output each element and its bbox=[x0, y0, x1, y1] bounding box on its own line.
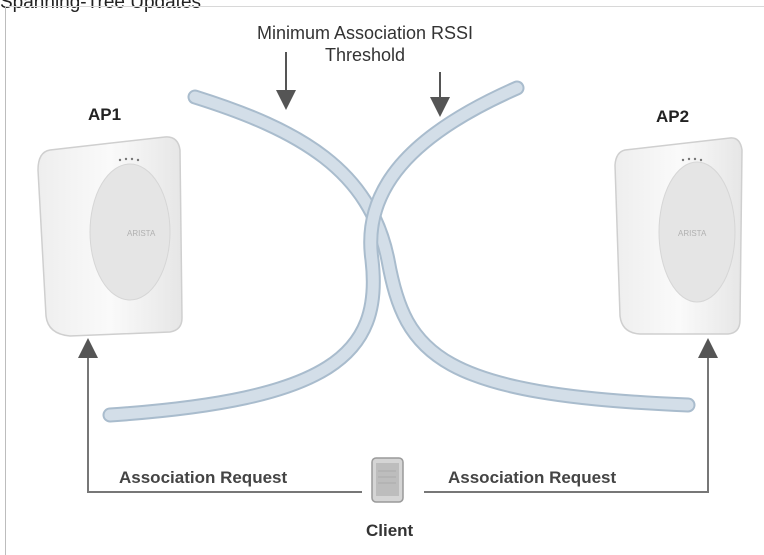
threshold-title-line2: Threshold bbox=[324, 45, 406, 65]
diagram-frame bbox=[5, 6, 764, 555]
rssi-curve-ap1 bbox=[187, 89, 696, 413]
ap2-label: AP2 bbox=[656, 107, 690, 126]
ap1-label: AP1 bbox=[88, 105, 122, 124]
client-label: Client bbox=[366, 521, 414, 540]
ap2-brand-mark: ARISTA bbox=[678, 229, 707, 238]
client-device-icon bbox=[371, 457, 404, 503]
threshold-title-line1: Minimum Association RSSI bbox=[256, 23, 474, 43]
threshold-title: Minimum Association RSSI Threshold bbox=[200, 22, 530, 66]
association-path-ap2 bbox=[424, 338, 718, 493]
association-request-left: Association Request bbox=[119, 468, 288, 487]
association-request-right: Association Request bbox=[448, 468, 617, 487]
rssi-curve-ap2 bbox=[102, 80, 525, 423]
ap1-brand-mark: ARISTA bbox=[127, 229, 156, 238]
ap2-device: ARISTA bbox=[614, 137, 743, 335]
ap1-device: ARISTA bbox=[37, 136, 183, 337]
association-path-ap1 bbox=[78, 338, 362, 493]
